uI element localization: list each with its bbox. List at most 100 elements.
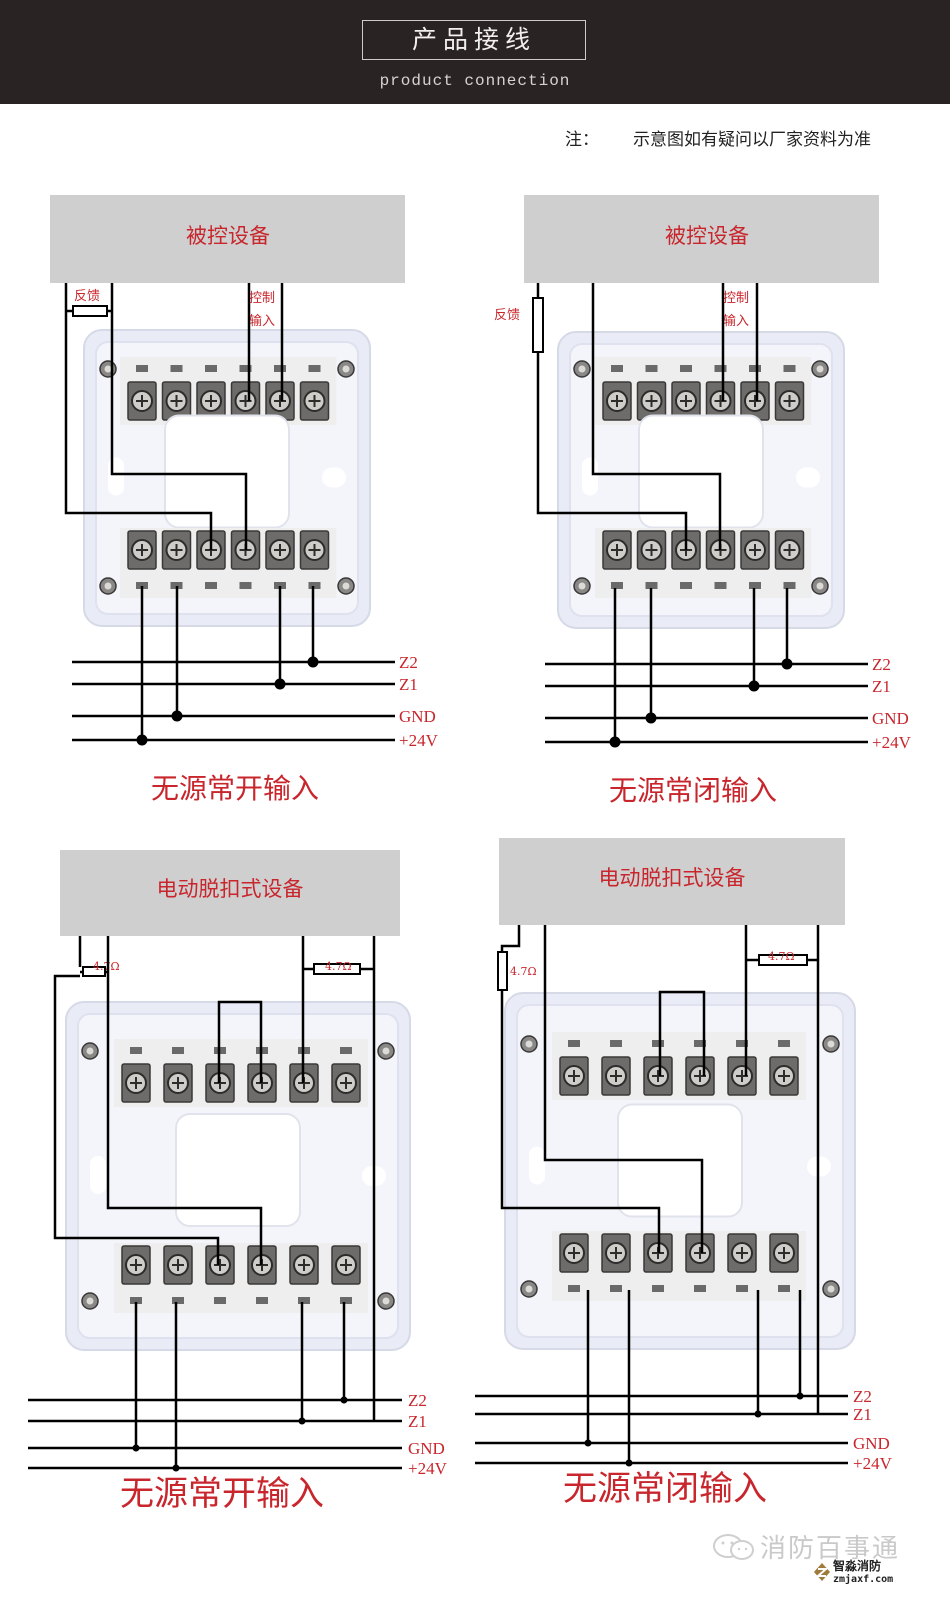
top-label-tab bbox=[274, 365, 286, 372]
junction-dot bbox=[584, 1439, 592, 1447]
controlled-device-box bbox=[524, 195, 879, 283]
top-label-tab bbox=[680, 365, 692, 372]
top-label-tab bbox=[694, 1040, 706, 1047]
bus-label-z1: Z1 bbox=[408, 1412, 427, 1431]
bottom-label-tab bbox=[568, 1285, 580, 1292]
junction-dot bbox=[748, 680, 760, 692]
bus-label-24v: +24V bbox=[853, 1454, 893, 1473]
top-label-tab bbox=[205, 365, 217, 372]
control-input-label-1: 控制 bbox=[249, 291, 275, 306]
bottom-label-tab bbox=[298, 1297, 310, 1304]
top-terminal-strip bbox=[114, 1039, 368, 1107]
bus-label-z2: Z2 bbox=[408, 1391, 427, 1410]
module-center-window bbox=[164, 414, 290, 529]
header-subtitle: product connection bbox=[379, 72, 571, 90]
wire-to-terminal-3 bbox=[500, 990, 661, 1253]
wire-to-terminal-4 bbox=[543, 925, 704, 1253]
bottom-label-tab bbox=[170, 582, 183, 589]
header-banner: 产品接线 product connection bbox=[0, 0, 950, 104]
junction-dot bbox=[781, 658, 793, 670]
resistor-label-right: 4.7Ω bbox=[768, 950, 795, 963]
diagram-caption: 无源常闭输入 bbox=[609, 774, 777, 807]
bottom-label-tab bbox=[736, 1285, 748, 1292]
bottom-label-tab bbox=[611, 582, 623, 589]
bus-label-gnd: GND bbox=[872, 709, 909, 728]
note-label: 注： bbox=[565, 130, 599, 150]
control-input-label-2: 输入 bbox=[723, 313, 749, 329]
bus-label-24v: +24V bbox=[872, 733, 912, 752]
junction-dot bbox=[796, 1392, 804, 1400]
top-label-tab bbox=[736, 1040, 748, 1047]
top-label-tab bbox=[340, 1047, 352, 1054]
note-text: 示意图如有疑问以厂家资料为准 bbox=[633, 130, 871, 150]
brand-site: zmjaxf.com bbox=[833, 1574, 894, 1585]
bottom-label-tab bbox=[610, 1285, 622, 1292]
wechat-icon bbox=[713, 1534, 754, 1560]
bus-label-z1: Z1 bbox=[853, 1405, 872, 1424]
mounting-screw-center bbox=[86, 1047, 94, 1055]
top-label-tab bbox=[136, 365, 148, 372]
junction-dot bbox=[136, 734, 148, 746]
junction-dot bbox=[172, 1464, 180, 1472]
mounting-screw-center bbox=[104, 582, 112, 590]
mounting-screw-center bbox=[104, 365, 112, 373]
bottom-label-tab bbox=[130, 1297, 142, 1304]
resistor-label-left: 4.7Ω bbox=[510, 965, 537, 978]
header-title: 产品接线 bbox=[411, 25, 536, 54]
bus-label-z2: Z2 bbox=[399, 653, 418, 672]
feedback-label: 反馈 bbox=[74, 289, 100, 304]
bus-label-z1: Z1 bbox=[872, 677, 891, 696]
diagram-caption: 无源常闭输入 bbox=[563, 1469, 767, 1509]
resistor-left bbox=[497, 951, 508, 991]
junction-dot bbox=[307, 656, 319, 668]
device-label: 电动脱扣式设备 bbox=[599, 866, 746, 890]
top-label-tab bbox=[610, 1040, 622, 1047]
junction-dot bbox=[625, 1459, 633, 1467]
control-input-label-1: 控制 bbox=[723, 291, 749, 306]
module-slot-right bbox=[796, 467, 820, 488]
wire bbox=[500, 925, 521, 952]
bottom-label-tab bbox=[778, 1285, 790, 1292]
bus-label-z2: Z2 bbox=[853, 1387, 872, 1406]
bottom-label-tab bbox=[256, 1297, 268, 1304]
bus-label-z1: Z1 bbox=[399, 675, 418, 694]
junction-dot bbox=[171, 710, 183, 722]
top-label-tab bbox=[239, 365, 252, 372]
feedback-resistor bbox=[72, 305, 108, 317]
diagram-caption: 无源常开输入 bbox=[120, 1474, 324, 1514]
header-title-frame: 产品接线 bbox=[362, 20, 586, 60]
module-center-window bbox=[638, 414, 764, 529]
jumper-wire bbox=[658, 990, 706, 1076]
watermark-brand: 智淼消防 zmjaxf.com bbox=[833, 1560, 893, 1586]
mounting-screw-center bbox=[578, 365, 586, 373]
top-label-tab bbox=[170, 365, 183, 372]
junction-dot bbox=[754, 1410, 762, 1418]
device-label: 被控设备 bbox=[665, 224, 749, 248]
top-label-tab bbox=[172, 1047, 184, 1054]
junction-dot bbox=[274, 678, 286, 690]
module-slot-left bbox=[529, 1146, 545, 1185]
module-slot-left bbox=[90, 1156, 106, 1194]
bus-label-gnd: GND bbox=[408, 1439, 445, 1458]
bottom-label-tab bbox=[172, 1297, 184, 1304]
bus-label-z2: Z2 bbox=[872, 655, 891, 674]
top-label-tab bbox=[611, 365, 623, 372]
bottom-label-tab bbox=[694, 1285, 706, 1292]
bottom-label-tab bbox=[783, 582, 796, 589]
bottom-label-tab bbox=[308, 582, 321, 589]
mounting-screw-center bbox=[382, 1047, 390, 1055]
top-terminal-strip bbox=[552, 1032, 806, 1100]
bus-label-gnd: GND bbox=[853, 1434, 890, 1453]
module-slot-right bbox=[322, 467, 346, 488]
watermark-text: 消防百事通 bbox=[760, 1534, 901, 1564]
bottom-label-tab bbox=[214, 1297, 226, 1304]
feedback-resistor bbox=[532, 297, 544, 353]
bottom-label-tab bbox=[340, 1297, 352, 1304]
mounting-screw-center bbox=[525, 1040, 533, 1048]
top-label-tab bbox=[568, 1040, 580, 1047]
bottom-label-tab bbox=[136, 582, 148, 589]
bottom-terminal-strip bbox=[114, 1243, 368, 1313]
mounting-screw-center bbox=[816, 365, 824, 373]
resistor-label-right: 4.7Ω bbox=[325, 960, 352, 973]
